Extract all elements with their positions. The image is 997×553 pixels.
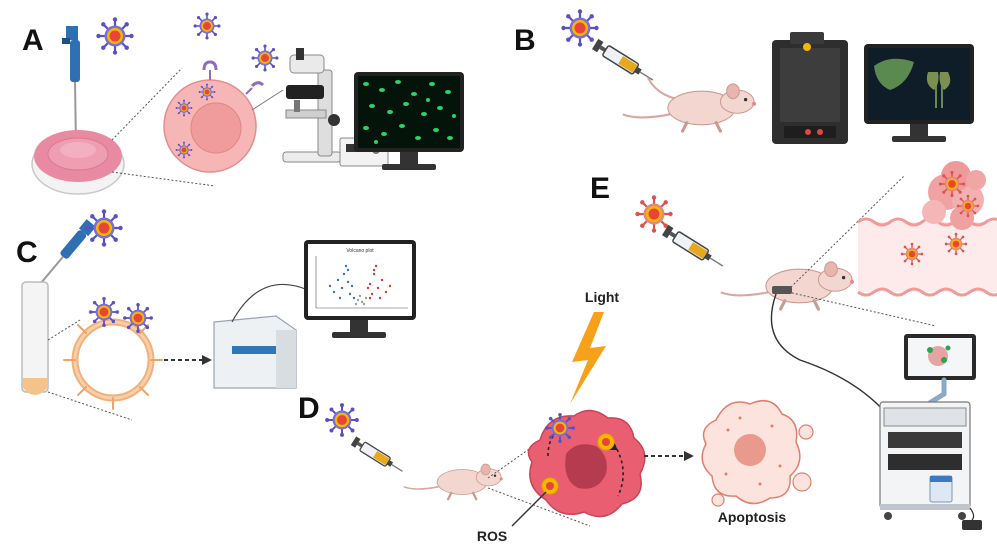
blood-vessel-icon [857,217,997,297]
nanoparticle-icon [198,83,216,101]
nanoparticle-icon [900,242,924,266]
nanoparticle-icon [324,402,360,438]
mouse-icon [402,462,504,501]
nanoparticle-icon [250,43,280,73]
panel-label-b: B [514,24,536,57]
nanoparticle-icon [544,412,576,444]
organ-imaging-monitor-icon [864,44,974,142]
nanoparticle-icon [175,99,193,117]
apoptotic-cell-icon [701,399,814,507]
mouse-icon [719,260,856,311]
syringe-icon [350,435,406,477]
microscope-icon [282,48,342,163]
endoscopy-cart-icon [879,334,982,530]
mouse-icon [621,82,758,133]
syringe-icon [661,224,727,272]
nanoparticle-icon [560,8,600,48]
nanoparticle-icon [95,16,135,56]
nanoparticle-icon [192,11,222,41]
nanoparticle-icon [944,232,968,256]
panel-label-e: E [590,172,610,205]
nanoparticle-icon [88,296,120,328]
nanoparticle-icon [938,170,966,198]
petri-dish-icon [31,130,125,195]
exosome-icon [63,318,163,410]
imaging-system-icon [772,32,848,144]
panel-a: A [22,11,464,195]
tumor-cell-icon [527,409,646,518]
lightning-icon [570,312,606,404]
panel-d: D Light ROS [298,289,814,544]
nanoparticle-icon [956,194,980,218]
panel-label-a: A [22,24,44,57]
syringe-icon [591,38,657,86]
nanoparticle-icon [84,208,124,248]
nanoparticle-icon [122,302,154,334]
panel-e: E [590,161,997,530]
imaging-probe-icon [772,286,792,294]
mass-spectrometer-icon [213,315,297,389]
fluorescence-monitor-icon [354,72,464,170]
volcano-plot-monitor-icon: Volcano plot [304,240,416,338]
tumor-cluster-icon [922,161,986,230]
light-label: Light [585,289,620,305]
pipette-icon [62,26,80,146]
panel-label-d: D [298,392,320,425]
apoptosis-label: Apoptosis [718,509,787,525]
panel-c: C [16,208,416,421]
volcano-plot-title: Volcano plot [346,248,374,254]
nanoparticle-icon [175,141,193,159]
panel-label-c: C [16,236,38,269]
test-tube-icon [21,281,49,395]
panel-b: B [514,8,974,144]
ros-label: ROS [477,528,507,544]
